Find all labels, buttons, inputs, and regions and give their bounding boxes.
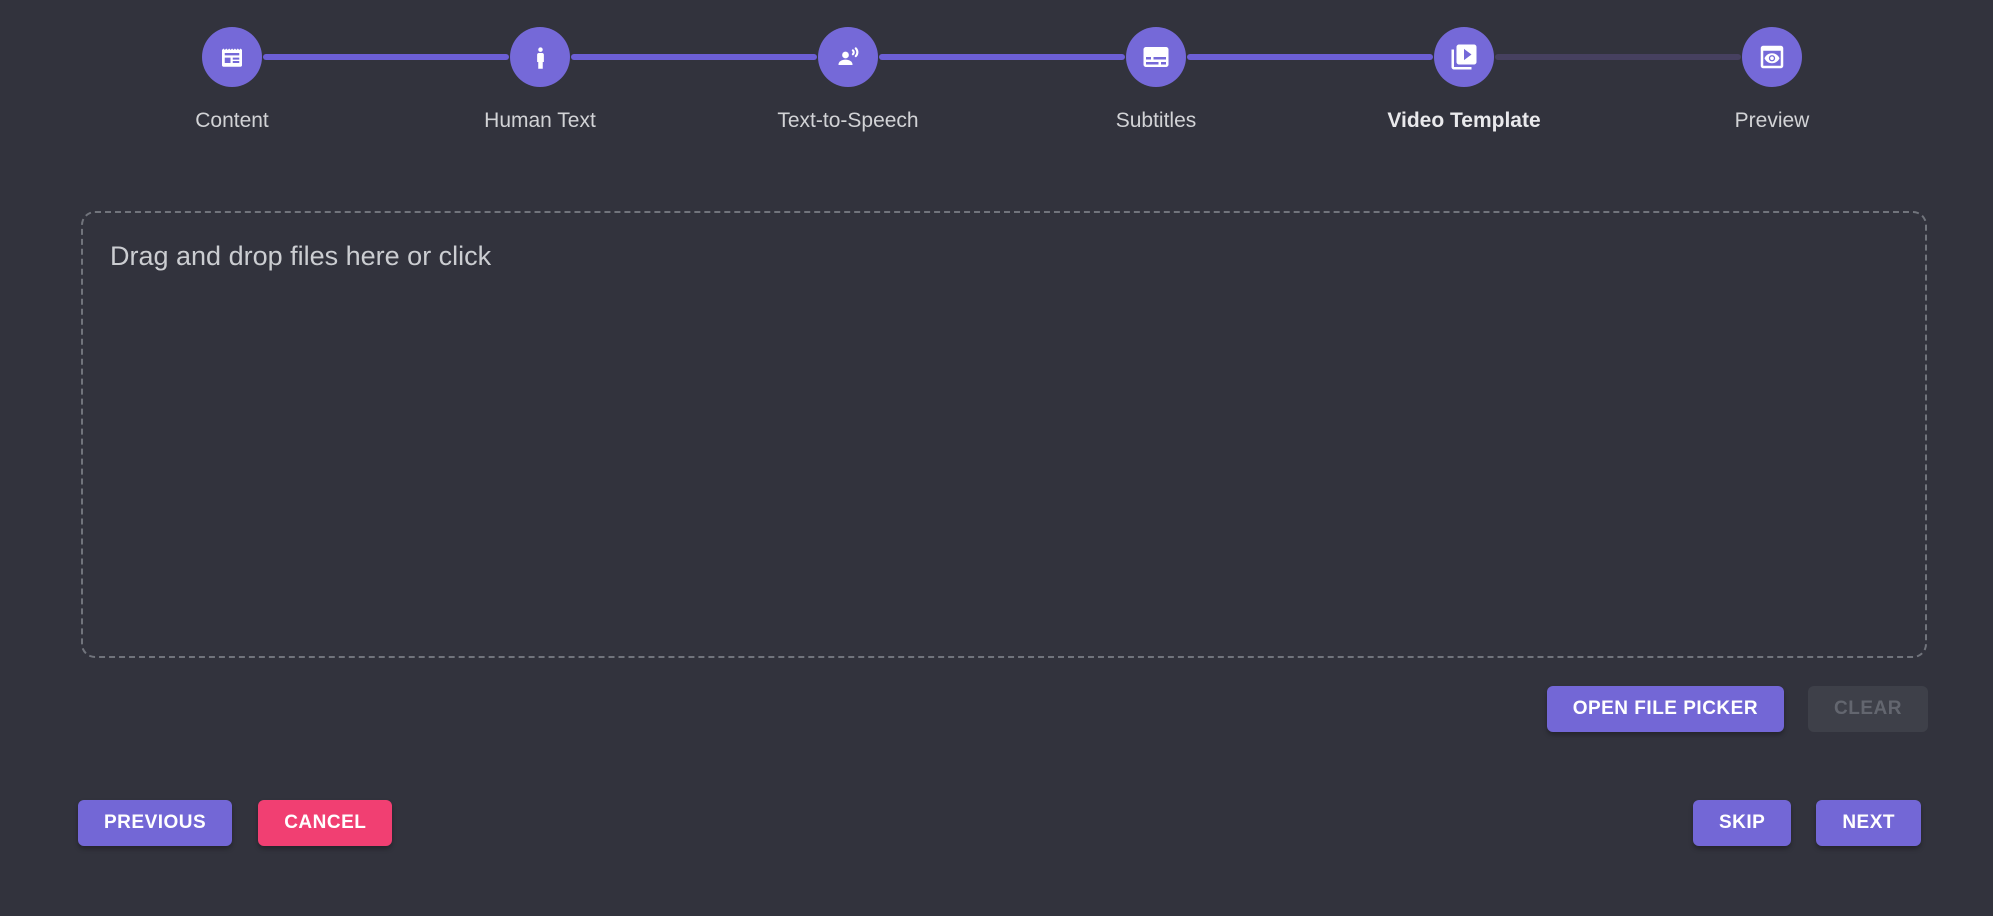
step-text-to-speech[interactable]: Text-to-Speech [571,27,1002,133]
newspaper-icon [222,48,242,67]
step-connector [1187,54,1433,60]
step-content[interactable]: Content [78,27,386,133]
step-connector [571,54,817,60]
step-label-preview: Preview [1734,109,1810,132]
nav-left-group: PREVIOUS CANCEL [78,800,393,846]
step-subtitles[interactable]: Subtitles [879,27,1310,133]
step-video-template[interactable]: Video Template [1187,27,1618,133]
open-file-picker-button[interactable]: OPEN FILE PICKER [1546,686,1785,732]
cancel-button[interactable]: CANCEL [258,800,393,846]
step-circle-video-template[interactable] [1434,27,1494,87]
step-human-text[interactable]: Human Text [263,27,694,133]
skip-button[interactable]: SKIP [1692,800,1792,846]
step-label-content: Content [195,109,269,132]
subtitles-icon [1143,47,1169,67]
nav-right-group: SKIP NEXT [1692,800,1921,846]
next-button[interactable]: NEXT [1816,800,1921,846]
person-icon [536,46,544,69]
voice-over-icon [838,47,859,65]
dropzone-prompt: Drag and drop files here or click [110,241,492,271]
step-label-video-template: Video Template [1387,109,1541,132]
previous-button[interactable]: PREVIOUS [78,800,233,846]
step-connector [263,54,509,60]
step-preview[interactable]: Preview [1495,27,1926,133]
clear-button[interactable]: CLEAR [1808,686,1928,732]
file-dropzone[interactable]: Drag and drop files here or click [81,211,1927,658]
step-label-text-to-speech: Text-to-Speech [777,109,919,132]
step-connector [879,54,1125,60]
step-circle-human-text[interactable] [510,27,570,87]
file-actions-row: OPEN FILE PICKER CLEAR [1546,686,1928,732]
step-label-human-text: Human Text [484,109,596,132]
step-circle-content[interactable] [202,27,262,87]
wizard-stepper: Content Human Text Text-to-Speech [78,27,1926,133]
video-library-icon [1451,44,1477,70]
step-circle-subtitles[interactable] [1126,27,1186,87]
step-connector-inactive [1495,54,1741,60]
step-label-subtitles: Subtitles [1115,109,1197,132]
step-circle-preview[interactable] [1742,27,1802,87]
preview-eye-icon [1760,45,1784,69]
step-circle-text-to-speech[interactable] [818,27,878,87]
